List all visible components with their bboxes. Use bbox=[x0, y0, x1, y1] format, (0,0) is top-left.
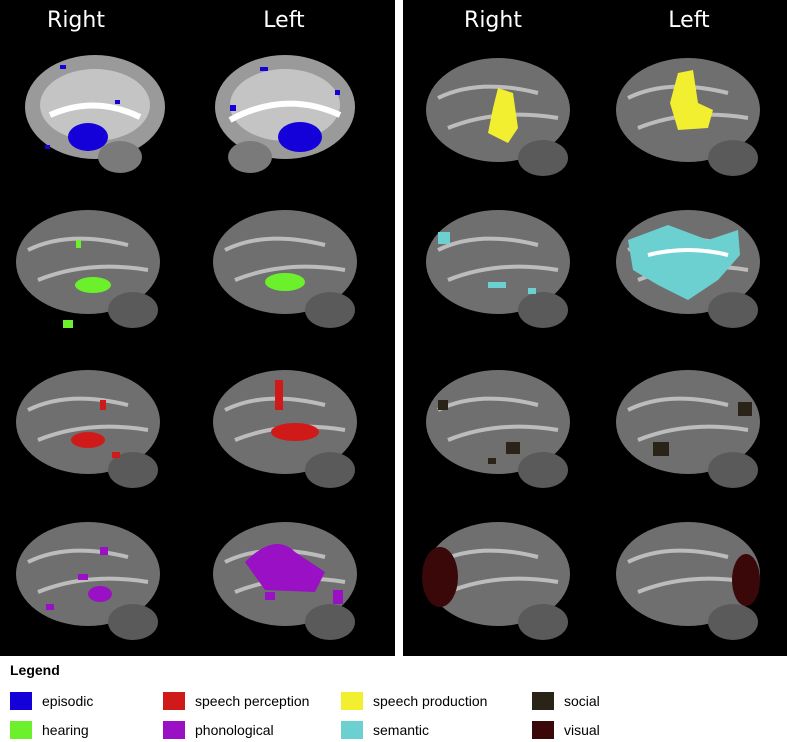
legend-item-speech-production: speech production bbox=[341, 691, 487, 711]
legend-label: speech perception bbox=[195, 693, 310, 709]
legend-label: episodic bbox=[42, 693, 94, 709]
brain-social-left bbox=[616, 370, 760, 488]
brain-phonological-left bbox=[213, 522, 357, 640]
legend-swatch bbox=[341, 692, 363, 710]
legend-swatch bbox=[10, 692, 32, 710]
legend-swatch bbox=[163, 721, 185, 739]
brain-hearing-right bbox=[16, 210, 160, 328]
brain-visual-right bbox=[422, 522, 570, 640]
legend-swatch bbox=[163, 692, 185, 710]
column-header-right: Right bbox=[47, 8, 105, 33]
brain-speech-perception-left bbox=[213, 370, 357, 488]
column-header-left: Left bbox=[263, 8, 305, 33]
brain-semantic-right bbox=[426, 210, 570, 328]
legend-item-phonological: phonological bbox=[163, 720, 274, 740]
brain-visual-left bbox=[616, 522, 760, 640]
brain-social-right bbox=[426, 370, 570, 488]
legend-item-episodic: episodic bbox=[10, 691, 93, 711]
legend-title: Legend bbox=[10, 662, 60, 678]
brain-speech-production-right bbox=[426, 58, 570, 176]
right-panel: Right Left bbox=[403, 0, 787, 656]
legend-label: social bbox=[564, 693, 600, 709]
legend-swatch bbox=[10, 721, 32, 739]
legend-item-semantic: semantic bbox=[341, 720, 429, 740]
brain-semantic-left bbox=[616, 210, 760, 328]
column-header-right: Right bbox=[464, 8, 522, 33]
legend-label: phonological bbox=[195, 722, 274, 738]
brain-episodic-right bbox=[25, 55, 165, 173]
brain-episodic-left bbox=[215, 55, 355, 173]
legend-item-social: social bbox=[532, 691, 600, 711]
legend-label: hearing bbox=[42, 722, 89, 738]
legend-label: visual bbox=[564, 722, 600, 738]
legend-label: speech production bbox=[373, 693, 488, 709]
legend-item-visual: visual bbox=[532, 720, 600, 740]
column-header-left: Left bbox=[668, 8, 710, 33]
legend-item-hearing: hearing bbox=[10, 720, 89, 740]
left-panel: Right Left bbox=[0, 0, 395, 656]
brain-hearing-left bbox=[213, 210, 357, 328]
legend-swatch bbox=[341, 721, 363, 739]
brain-speech-production-left bbox=[616, 58, 760, 176]
legend-item-speech-perception: speech perception bbox=[163, 691, 309, 711]
brain-speech-perception-right bbox=[16, 370, 160, 488]
legend-swatch bbox=[532, 721, 554, 739]
legend-swatch bbox=[532, 692, 554, 710]
brain-phonological-right bbox=[16, 522, 160, 640]
legend-label: semantic bbox=[373, 722, 430, 738]
